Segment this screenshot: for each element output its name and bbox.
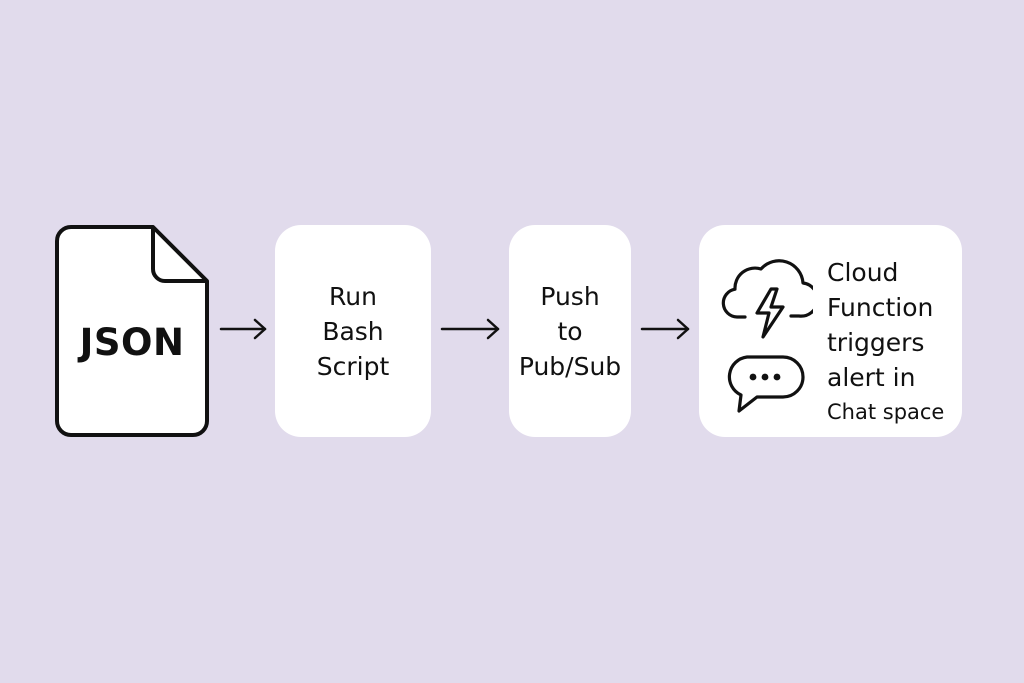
step-line: Cloud bbox=[827, 258, 899, 287]
step-line: Chat space bbox=[827, 400, 945, 424]
step-line: Function bbox=[827, 293, 934, 322]
file-label: JSON bbox=[79, 321, 185, 364]
step-line: alert in bbox=[827, 363, 916, 392]
file-icon bbox=[55, 225, 209, 437]
final-step-text: Cloud Function triggers alert in Chat sp… bbox=[827, 255, 944, 430]
chat-bubble-icon bbox=[727, 355, 805, 413]
step-line: Script bbox=[316, 351, 390, 381]
cloud-lightning-icon bbox=[721, 259, 813, 339]
json-file-node: JSON bbox=[55, 225, 209, 437]
step-line: Bash bbox=[322, 316, 384, 346]
step-card-text: Run Bash Script bbox=[317, 279, 390, 384]
step-line: Push bbox=[540, 281, 600, 311]
step-card-push-to-pubsub: Push to Pub/Sub bbox=[509, 225, 631, 437]
step-card-text: Push to Pub/Sub bbox=[519, 279, 621, 384]
arrow-right-icon bbox=[640, 317, 692, 341]
arrow-right-icon bbox=[219, 317, 269, 341]
step-card-cloud-function-alert: Cloud Function triggers alert in Chat sp… bbox=[699, 225, 962, 437]
step-line: triggers bbox=[827, 328, 925, 357]
step-line: Run bbox=[329, 281, 377, 311]
final-step-icons bbox=[721, 253, 813, 423]
step-card-run-bash-script: Run Bash Script bbox=[275, 225, 431, 437]
step-line: to bbox=[557, 316, 583, 346]
step-line: Pub/Sub bbox=[518, 351, 622, 381]
arrow-right-icon bbox=[440, 317, 502, 341]
